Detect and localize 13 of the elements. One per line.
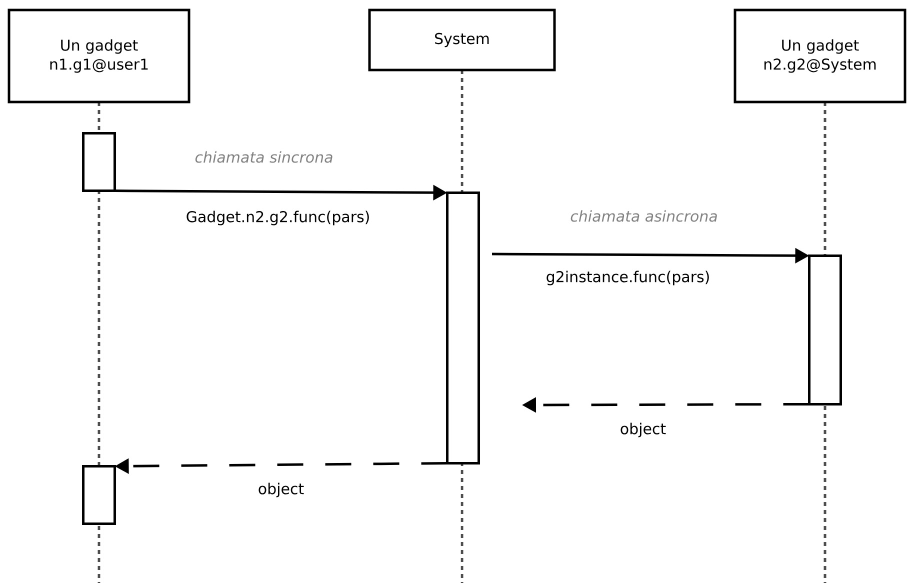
activation-bar: [446, 192, 480, 464]
call-type-note: chiamata asincrona: [570, 210, 717, 222]
lifeline-head-box: Un gadget n2.g2@System: [734, 8, 906, 104]
edge-label: object: [256, 482, 306, 498]
activation-bar: [808, 254, 842, 406]
activation-bar: [82, 132, 116, 192]
edge-label: g2instance.func(pars): [544, 270, 712, 286]
edge-label: Gadget.n2.g2.func(pars): [184, 210, 372, 226]
lifeline-head-box: Un gadget n1.g1@user1: [8, 8, 190, 104]
edge-label: object: [618, 422, 668, 438]
lifeline-head-box: System: [368, 8, 556, 72]
call-type-note: chiamata sincrona: [195, 151, 332, 163]
activation-bar: [82, 465, 116, 525]
